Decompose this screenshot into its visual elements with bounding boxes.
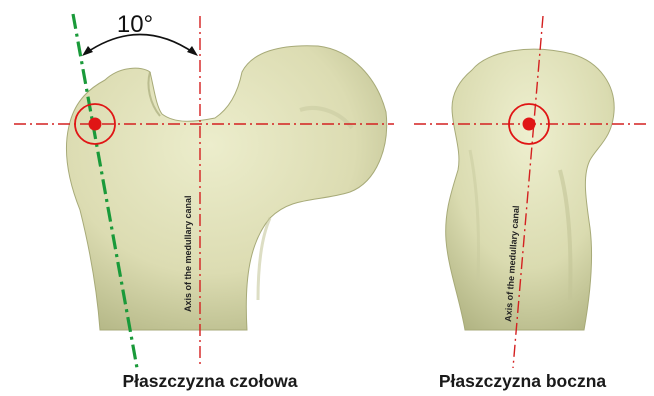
femur-lateral-view	[446, 49, 614, 330]
arrow-head-right	[187, 46, 198, 56]
arrow-head-left	[82, 46, 93, 56]
femur-frontal-view	[66, 46, 386, 330]
angle-label: 10°	[117, 11, 153, 38]
axis-label-left: Axis of the medullary canal	[183, 195, 193, 312]
caption-lateral-plane: Płaszczyzna boczna	[395, 369, 650, 393]
caption-frontal-plane: Płaszczyzna czołowa	[60, 369, 360, 393]
